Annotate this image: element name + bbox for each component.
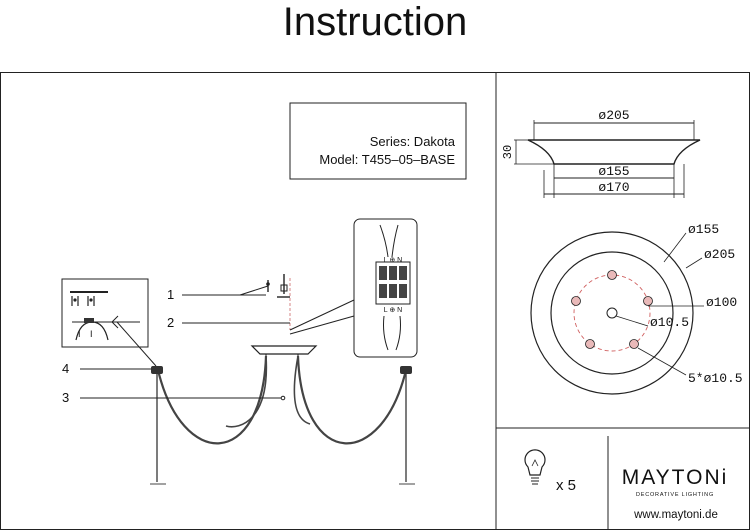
callouts: 1 2 3 4	[62, 285, 290, 405]
callout-2: 2	[167, 315, 174, 330]
terminal-bottom-labels: L ⊕ N	[384, 307, 402, 314]
page-title: Instruction	[282, 0, 468, 44]
bulb-count: x 5	[556, 477, 576, 494]
svg-text:I: I	[78, 329, 81, 339]
top-center-hole: ø10.5	[650, 315, 689, 330]
brand-logo: MAYTONi	[622, 466, 729, 489]
screw-parts	[266, 274, 291, 330]
bulb-icon	[524, 449, 546, 485]
top-inner-ring: ø155	[688, 222, 719, 237]
terminal-top-labels: L ⊕ N	[384, 257, 402, 264]
callout-1: 1	[167, 287, 174, 302]
side-inner-diameter: ø155	[598, 164, 629, 179]
top-view: ø155 ø205 ø100 ø10.5 5*ø10.5	[530, 222, 743, 395]
terminal-detail: L ⊕ N L ⊕ N	[289, 218, 418, 358]
callout-3: 3	[62, 390, 69, 405]
side-view: ø205 30 ø155 ø170	[501, 108, 701, 198]
info-box	[289, 102, 467, 180]
mount-detail: I I	[61, 278, 157, 367]
model-label: Model: T455–05–BASE	[319, 152, 455, 167]
brand-tagline: DECORATIVE LIGHTING	[636, 492, 714, 498]
top-hole-circle: ø100	[706, 295, 737, 310]
top-outer-ring: ø205	[704, 247, 735, 262]
side-base-diameter: ø170	[598, 180, 629, 195]
side-top-diameter: ø205	[598, 108, 629, 123]
fixture-drawing	[150, 345, 415, 485]
series-label: Series: Dakota	[370, 134, 456, 149]
top-holes: 5*ø10.5	[688, 371, 743, 386]
svg-text:I: I	[90, 329, 93, 339]
side-height: 30	[501, 145, 515, 159]
callout-4: 4	[62, 361, 69, 376]
website: www.maytoni.de	[633, 509, 718, 521]
